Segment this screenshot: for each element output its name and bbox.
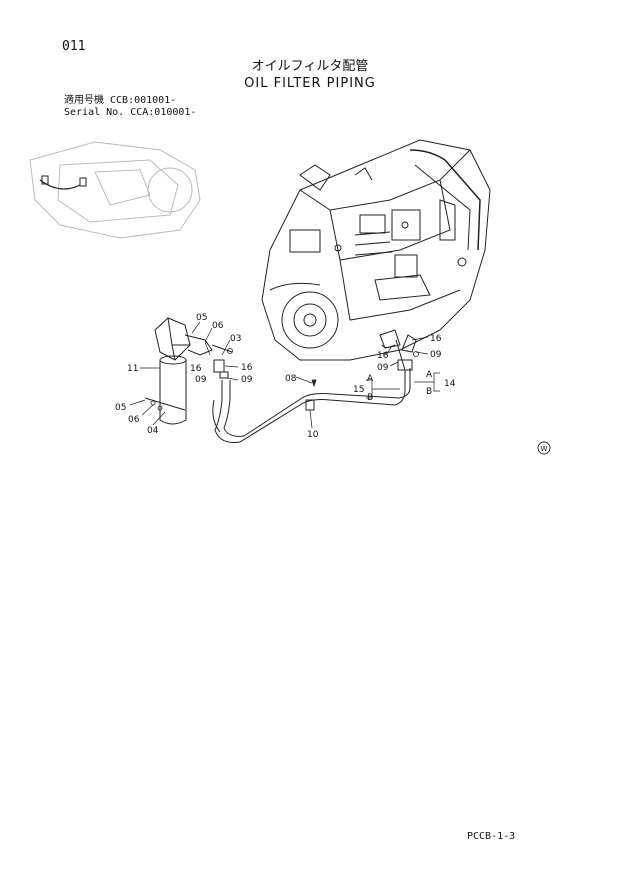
callout-label: 09 [430, 350, 442, 360]
callout-label: B [426, 387, 432, 397]
page-title: OIL FILTER PIPING [244, 76, 376, 91]
serial-number-label: Serial No. CCA:010001- [64, 107, 197, 118]
callout-labels: 05 06 03 11 16 09 16 09 05 06 04 08 10 1… [115, 313, 456, 440]
callout-label: 04 [147, 426, 159, 436]
callout-label: 08 [285, 374, 297, 384]
callout-label: A [367, 374, 374, 384]
callout-label: 05 [115, 403, 126, 413]
inset-engine-view [29, 141, 201, 239]
badge-letter: W [541, 445, 548, 453]
callout-label: 16 [430, 334, 442, 344]
applicable-model-label: 適用号機 CCB:001001- [64, 95, 177, 106]
callout-label: A [426, 370, 433, 380]
document-code: PCCB-1-3 [467, 831, 516, 842]
callout-label: 06 [212, 321, 224, 331]
callout-label: 09 [241, 375, 253, 385]
fittings [150, 348, 419, 411]
callout-label: 10 [307, 430, 319, 440]
callout-label: 11 [127, 364, 138, 374]
page-number: 011 [62, 39, 86, 54]
engine-assembly [261, 139, 491, 361]
leader-lines [129, 321, 440, 429]
callout-label: B [367, 393, 373, 403]
callout-label: 09 [377, 363, 389, 373]
callout-label: 16 [241, 363, 253, 373]
circled-w-badge: W [537, 441, 551, 455]
callout-label: 09 [195, 375, 207, 385]
callout-label: 03 [230, 334, 241, 344]
callout-label: 16 [377, 351, 389, 361]
page-title-jp: オイルフィルタ配管 [251, 59, 369, 74]
callout-label: 15 [353, 385, 364, 395]
oil-hoses [212, 329, 417, 443]
callout-label: 14 [444, 379, 456, 389]
oil-filter [144, 317, 233, 425]
callout-label: 06 [128, 415, 140, 425]
callout-label: 16 [190, 364, 202, 374]
callout-label: 05 [196, 313, 207, 323]
